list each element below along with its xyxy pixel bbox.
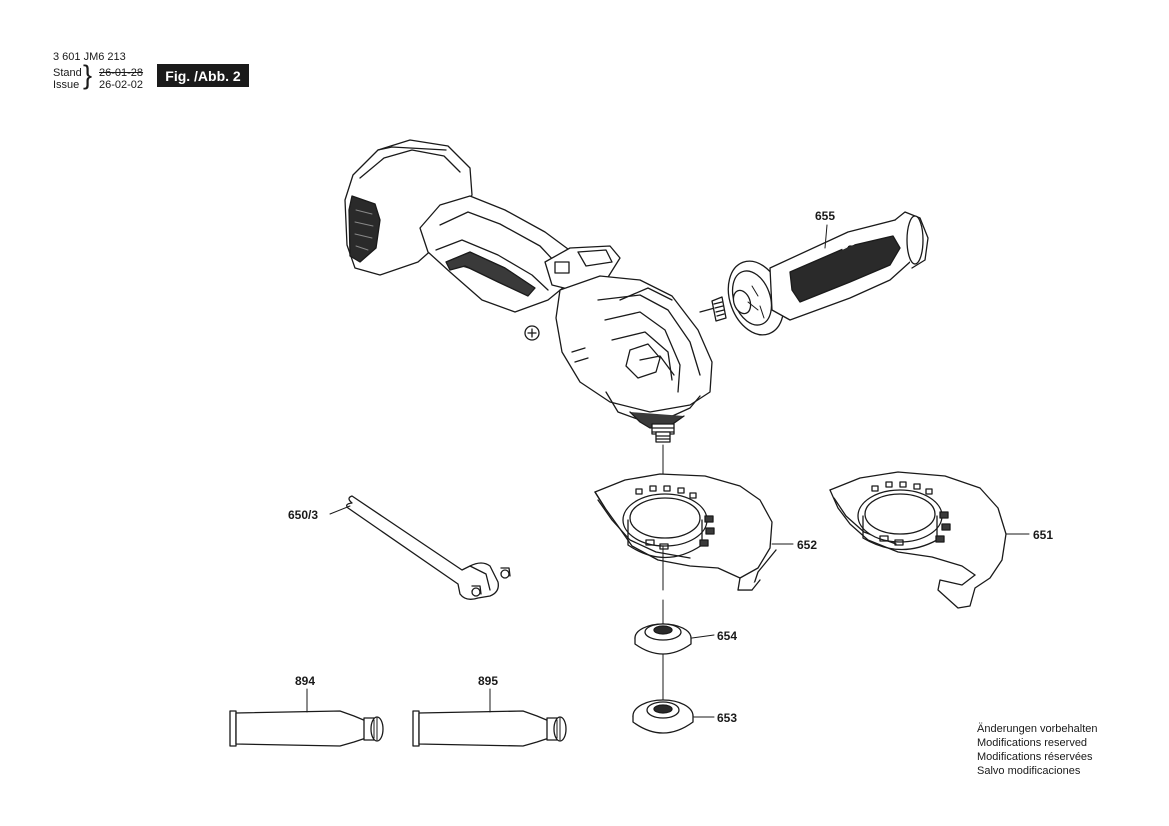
grease-tube-894 (229, 710, 384, 747)
note-german: Änderungen vorbehalten (977, 723, 1098, 735)
part-label-650-3: 650/3 (288, 508, 318, 522)
locking-nut-653 (632, 699, 694, 734)
pin-wrench (346, 495, 511, 600)
clamping-flange-654 (634, 623, 692, 655)
part-label-653: 653 (717, 711, 737, 725)
issue-label: Issue (53, 79, 80, 91)
stand-label: Stand (53, 67, 82, 79)
stand-date: 26-01-28 (99, 67, 144, 79)
auxiliary-handle: BOSCH (699, 211, 929, 336)
issue-date: 26-02-02 (99, 79, 144, 91)
part-label-651: 651 (1033, 528, 1053, 542)
part-label-654: 654 (717, 629, 737, 643)
note-french: Modifications réservées (977, 751, 1093, 763)
note-english: Modifications reserved (977, 737, 1088, 749)
wheel-guard-651 (829, 471, 1007, 609)
leader-lines (306, 224, 1030, 718)
figure-badge: Fig. /Abb. 2 (157, 64, 249, 87)
document-number: 3 601 JM6 213 (53, 51, 126, 63)
part-label-652: 652 (797, 538, 817, 552)
part-label-895: 895 (478, 674, 498, 688)
brace: } (83, 60, 93, 90)
note-spanish: Salvo modificaciones (977, 765, 1081, 777)
wheel-guard-652 (594, 473, 777, 591)
part-label-894: 894 (295, 674, 315, 688)
grease-tube-895 (412, 710, 567, 747)
modification-notes: Änderungen vorbehalten Modifications res… (977, 722, 1097, 778)
angle-grinder-body (344, 139, 713, 443)
part-label-655: 655 (815, 209, 835, 223)
